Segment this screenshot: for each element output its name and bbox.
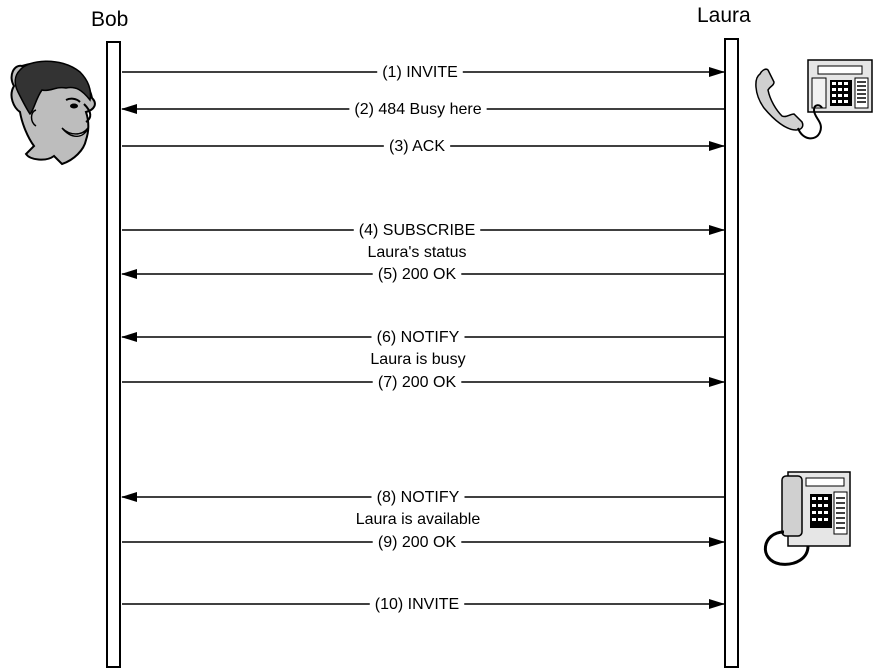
message-5: (5) 200 OK	[122, 266, 724, 283]
message-note: Laura is available	[356, 511, 481, 528]
person-face-icon	[12, 61, 95, 164]
message-label: (6) NOTIFY	[377, 329, 460, 346]
message-4: (4) SUBSCRIBE Laura's status	[122, 222, 724, 261]
phone-off-hook-icon	[756, 60, 872, 138]
phone-on-hook-icon	[765, 472, 850, 564]
message-6: (6) NOTIFY Laura is busy	[122, 329, 724, 368]
message-7: (7) 200 OK	[122, 374, 724, 391]
message-3: (3) ACK	[122, 138, 724, 155]
message-label: (5) 200 OK	[378, 266, 457, 283]
messages-layer: (1) INVITE (2) 484 Busy here (3) ACK (4) SU…	[122, 64, 724, 613]
message-label: (3) ACK	[389, 138, 445, 155]
message-label: (8) NOTIFY	[377, 489, 460, 506]
message-label: (4) SUBSCRIBE	[359, 222, 475, 239]
message-9: (9) 200 OK	[122, 534, 724, 551]
message-label: (2) 484 Busy here	[354, 101, 481, 118]
message-10: (10) INVITE	[122, 596, 724, 613]
message-note: Laura's status	[367, 244, 466, 261]
message-label: (7) 200 OK	[378, 374, 457, 391]
message-1: (1) INVITE	[122, 64, 724, 81]
message-label: (9) 200 OK	[378, 534, 457, 551]
message-label: (10) INVITE	[375, 596, 459, 613]
message-label: (1) INVITE	[382, 64, 458, 81]
message-2: (2) 484 Busy here	[122, 101, 724, 118]
message-8: (8) NOTIFY Laura is available	[122, 489, 724, 528]
message-note: Laura is busy	[370, 351, 465, 368]
